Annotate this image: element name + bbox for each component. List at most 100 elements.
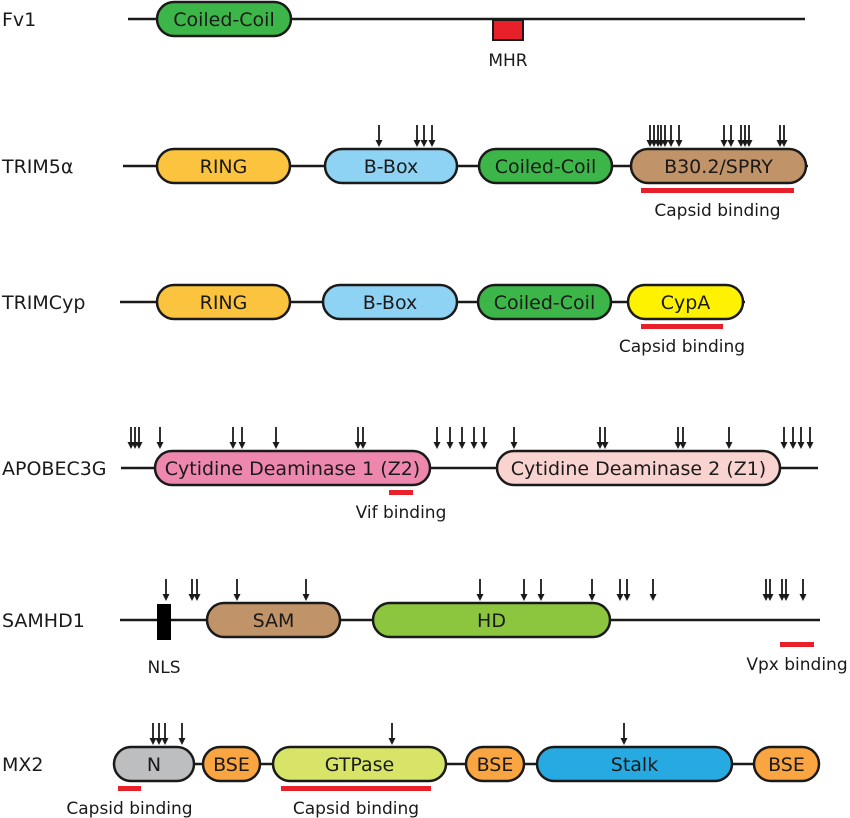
- binding-region-label: Capsid binding: [293, 799, 419, 818]
- site-arrow-icon: [433, 427, 441, 449]
- domain-b-box: [321, 283, 459, 321]
- domain-label: NLS: [148, 658, 181, 678]
- domain-coiled-coil: [155, 0, 293, 38]
- domain-cytidine-deaminase-1-z2: [153, 449, 432, 487]
- binding-region-bar: [281, 786, 431, 791]
- arrow-head: [537, 594, 545, 601]
- domain-gtpase: [271, 745, 448, 783]
- domain-label: Stalk: [611, 754, 658, 776]
- binding-region-bar: [780, 642, 814, 647]
- site-arrow-icon: [616, 579, 624, 601]
- arrow-head: [178, 738, 186, 745]
- arrow-head: [135, 442, 143, 449]
- arrow-head: [780, 442, 788, 449]
- domain-bse: [201, 745, 262, 783]
- arrow-head: [458, 442, 466, 449]
- arrow-head: [302, 594, 310, 601]
- domain-label: Coiled-Coil: [494, 292, 596, 314]
- domain-label: BSE: [213, 754, 250, 776]
- arrow-head: [359, 442, 367, 449]
- arrow-head: [233, 594, 241, 601]
- protein-name-label: SAMHD1: [2, 610, 85, 632]
- domain-label: GTPase: [325, 754, 395, 776]
- arrow-head: [661, 140, 669, 147]
- site-arrow-icon: [620, 723, 628, 745]
- site-arrow-icon: [782, 579, 790, 601]
- site-arrow-icon: [470, 427, 478, 449]
- arrow-head: [476, 594, 484, 601]
- domain-label: HD: [477, 610, 506, 632]
- site-arrow-icon: [193, 579, 201, 601]
- protein-name-label: MX2: [2, 754, 44, 776]
- arrow-head: [620, 738, 628, 745]
- arrow-head: [725, 442, 733, 449]
- site-arrow-icon: [458, 427, 466, 449]
- binding-region-bar: [389, 490, 413, 495]
- site-arrow-icon: [188, 579, 196, 601]
- binding-region-label: Vpx binding: [746, 655, 847, 675]
- site-arrow-icon: [510, 427, 518, 449]
- site-arrow-icon: [238, 427, 246, 449]
- arrow-head: [679, 442, 687, 449]
- site-arrow-icon: [388, 723, 396, 745]
- domain-bse: [464, 745, 526, 783]
- binding-region-label: Capsid binding: [654, 201, 780, 221]
- arrow-head: [188, 594, 196, 601]
- domain-ring: [155, 147, 292, 185]
- domain-label: Coiled-Coil: [495, 156, 597, 178]
- arrow-head: [155, 738, 163, 745]
- site-arrow-icon: [149, 723, 157, 745]
- site-arrow-icon: [601, 427, 609, 449]
- protein-name-label: Fv1: [2, 9, 36, 31]
- arrow-head: [433, 442, 441, 449]
- binding-region-label: Capsid binding: [619, 337, 745, 357]
- arrow-head: [420, 140, 428, 147]
- site-arrow-icon: [156, 427, 164, 449]
- site-arrow-icon: [537, 579, 545, 601]
- domain-label: BSE: [768, 754, 805, 776]
- protein-name-label: APOBEC3G: [2, 458, 107, 480]
- domain-bse: [752, 745, 821, 783]
- domain-label: B-Box: [364, 156, 419, 178]
- domain-label: CypA: [661, 292, 711, 314]
- domain-label: N: [147, 754, 161, 776]
- site-arrow-icon: [229, 427, 237, 449]
- arrow-head: [780, 140, 788, 147]
- site-arrow-icon: [162, 579, 170, 601]
- site-arrow-icon: [727, 125, 735, 147]
- arrow-head: [388, 738, 396, 745]
- arrow-head: [766, 594, 774, 601]
- arrow-head: [470, 442, 478, 449]
- arrow-head: [446, 442, 454, 449]
- site-arrow-icon: [302, 579, 310, 601]
- site-arrow-icon: [675, 125, 683, 147]
- site-arrow-icon: [476, 579, 484, 601]
- binding-region-bar: [641, 324, 723, 329]
- domain-n: [112, 745, 196, 783]
- site-arrow-icon: [679, 427, 687, 449]
- domain-b-box: [323, 147, 459, 185]
- site-arrow-icon: [806, 427, 814, 449]
- site-arrow-icon: [780, 427, 788, 449]
- domain-label: SAM: [253, 610, 295, 632]
- domain-label: RING: [200, 156, 248, 178]
- arrow-head: [156, 442, 164, 449]
- arrow-head: [675, 140, 683, 147]
- arrow-head: [623, 594, 631, 601]
- arrow-head: [616, 594, 624, 601]
- site-arrow-icon: [375, 125, 383, 147]
- domain-b30-2-spry: [629, 147, 808, 185]
- site-arrow-icon: [725, 427, 733, 449]
- site-arrow-icon: [745, 125, 753, 147]
- site-arrow-icon: [797, 427, 805, 449]
- domain-label: Coiled-Coil: [173, 9, 275, 31]
- site-arrow-icon: [178, 723, 186, 745]
- arrow-head: [149, 738, 157, 745]
- arrow-head: [799, 594, 807, 601]
- arrow-head: [428, 140, 436, 147]
